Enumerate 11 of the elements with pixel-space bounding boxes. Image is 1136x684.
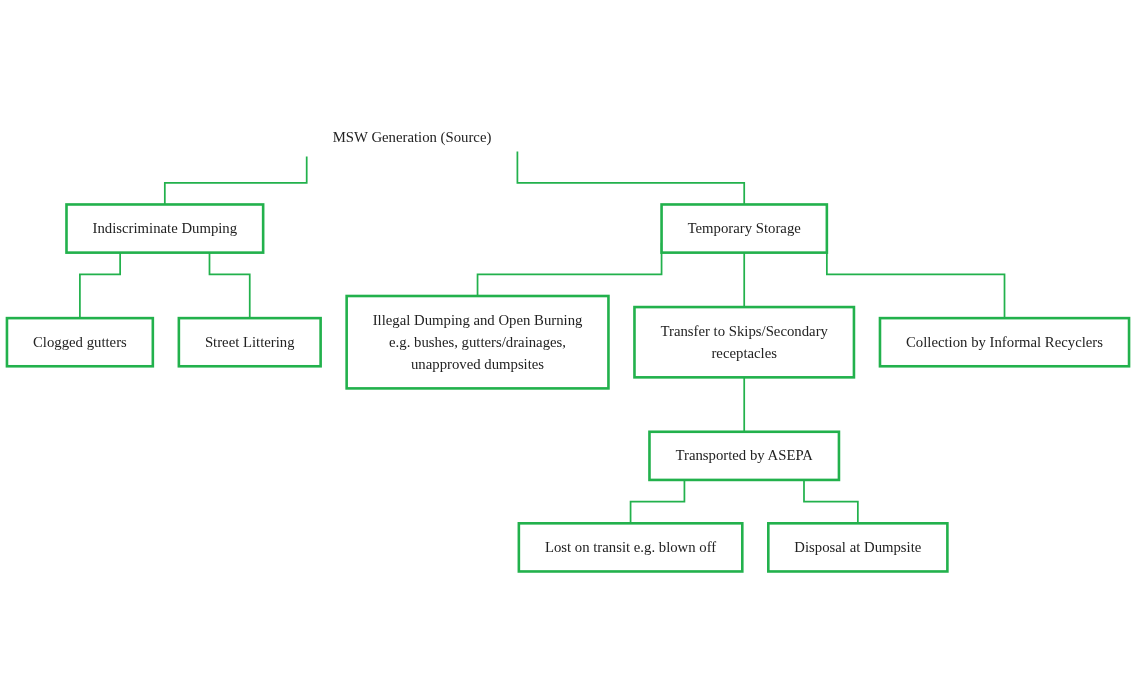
node-box: Illegal Dumping and Open Burning e.g. bushes, gutters/drainages, unapproved dumpsites (345, 294, 610, 390)
node-box: Clogged gutters (5, 316, 155, 368)
node-box: Disposal at Dumpsite (767, 521, 949, 573)
node-box: Transfer to Skips/Secondary receptacles (633, 305, 856, 379)
node-box: Indiscriminate Dumping (65, 202, 265, 254)
node-box: Temporary Storage (660, 202, 829, 254)
node-box: Transported by ASEPA (648, 430, 841, 482)
node-box: Collection by Informal Recyclers (878, 316, 1131, 368)
node-box: Lost on transit e.g. blown off (517, 521, 744, 573)
node-text: MSW Generation (Source) (332, 128, 492, 145)
node-box: Street Littering (177, 316, 322, 368)
